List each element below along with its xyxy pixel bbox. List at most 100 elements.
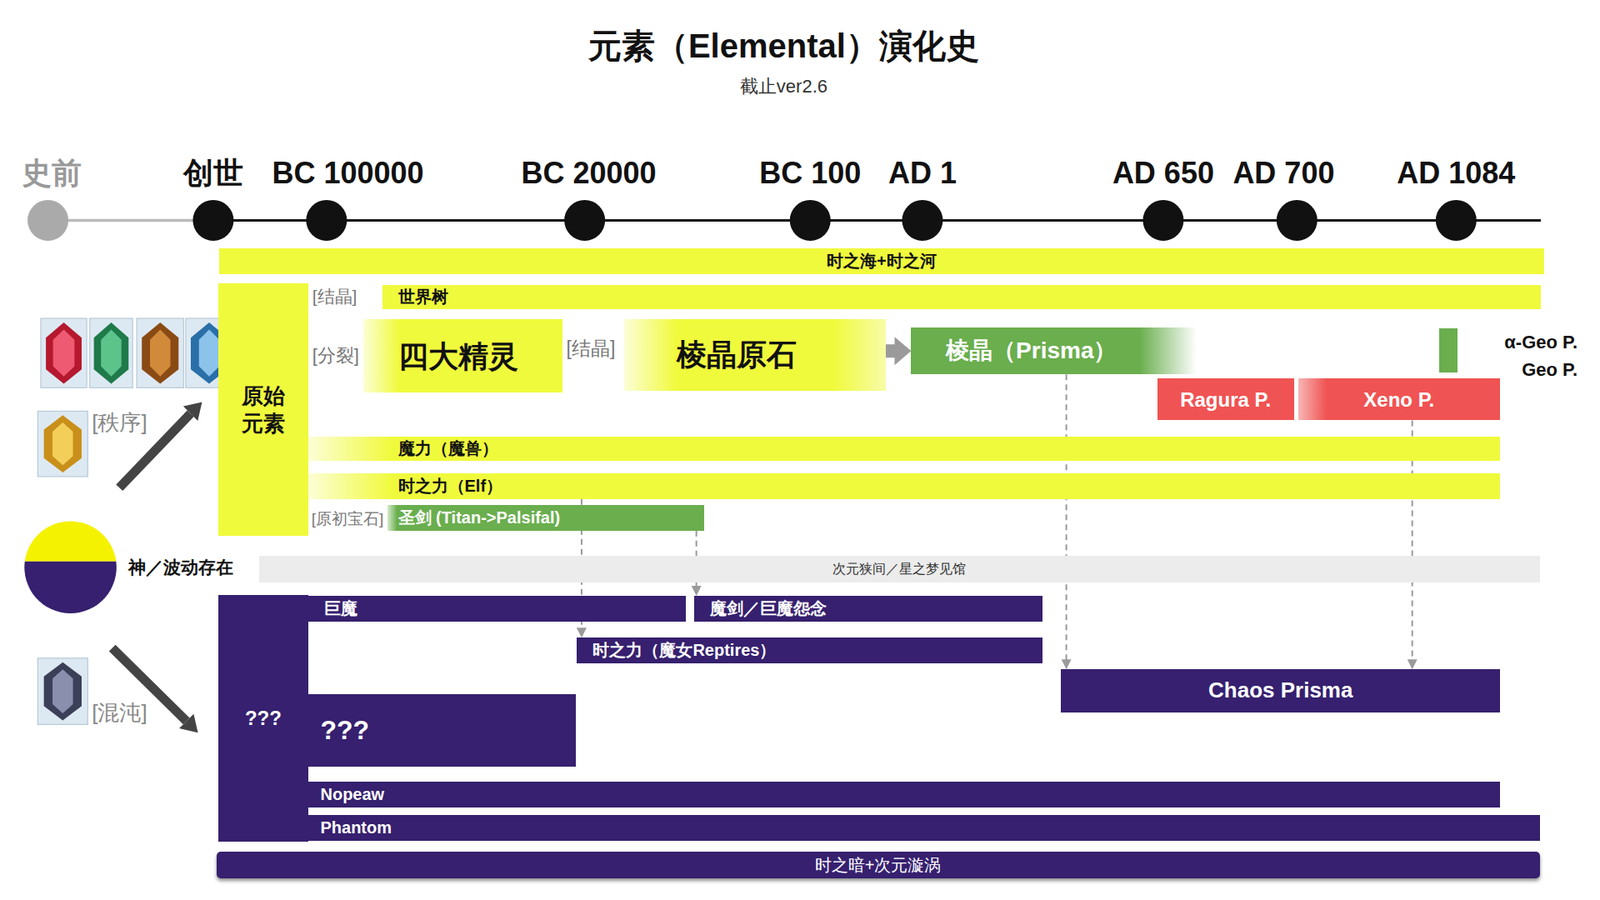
era-label-holder: AD 1084 bbox=[1396, 155, 1515, 191]
node-text: ??? bbox=[245, 706, 282, 730]
crystal-icon bbox=[44, 662, 82, 721]
node-text: 时之力（Elf） bbox=[398, 476, 504, 496]
diagram-title-holder: 元素（Elemental）演化史 bbox=[588, 26, 980, 65]
process-note: [原初宝石] bbox=[311, 510, 385, 528]
node-text: 次元狭间／星之梦见馆 bbox=[832, 561, 966, 577]
chaos-bar: Nopeaw bbox=[308, 781, 1500, 808]
axis-dot bbox=[305, 200, 347, 241]
era-label: AD 700 bbox=[1232, 155, 1335, 190]
crystal-facet bbox=[52, 669, 73, 714]
chaos-block: ??? bbox=[218, 595, 309, 842]
process-note-holder: [结晶] bbox=[566, 336, 616, 360]
era-label: AD 650 bbox=[1112, 155, 1215, 190]
order-arrow-head bbox=[183, 401, 203, 421]
node-text: Nopeaw bbox=[320, 785, 385, 805]
node-text: 棱晶（Prisma） bbox=[945, 337, 1117, 365]
node-text: 时之海+时之河 bbox=[826, 251, 937, 271]
prisma-bar: Ragura P. bbox=[1157, 378, 1295, 420]
axis-dot bbox=[901, 200, 943, 241]
chaos-bar: 巨魔 bbox=[308, 595, 686, 622]
era-label: BC 100 bbox=[759, 155, 861, 190]
chaos-block: ??? bbox=[308, 694, 576, 767]
era-label: AD 1084 bbox=[1396, 155, 1515, 190]
chaos-bar: Chaos Prisma bbox=[1060, 669, 1500, 712]
node-text: 圣剑 (Titan->Palsifal) bbox=[398, 508, 561, 528]
lineage-bar: 时之力（Elf） bbox=[308, 473, 1500, 500]
circle-upper-half bbox=[25, 521, 117, 562]
timeline-band: 时之暗+次元漩涡 bbox=[216, 851, 1540, 879]
group-note-holder: [混沌] bbox=[91, 699, 147, 725]
axis-dot bbox=[192, 200, 234, 241]
era-label-holder: BC 100000 bbox=[271, 155, 424, 191]
node-text: α-Geo P. bbox=[1473, 328, 1578, 356]
lineage-bar: 世界树 bbox=[382, 285, 1541, 310]
marker-bar: α-Geo P.Geo P. bbox=[1439, 328, 1458, 373]
era-label-holder: 史前 bbox=[21, 155, 82, 191]
era-label-holder: AD 650 bbox=[1112, 155, 1215, 191]
crystal-tile bbox=[37, 410, 88, 476]
crystal-facet bbox=[199, 330, 220, 377]
node-text: 四大精灵 bbox=[398, 339, 519, 374]
crystal-tile bbox=[90, 318, 133, 388]
node-text: Geo P. bbox=[1473, 355, 1578, 384]
circle-outline bbox=[22, 519, 119, 615]
crystal-facet bbox=[53, 330, 75, 377]
axis-dot bbox=[1142, 200, 1184, 241]
time-axis bbox=[213, 219, 1541, 222]
version-note-holder: 截止ver2.6 bbox=[740, 75, 828, 98]
node-text: 时之暗+次元漩涡 bbox=[815, 855, 942, 875]
group-note-holder: [秩序] bbox=[91, 409, 147, 435]
crystal-icon bbox=[44, 415, 82, 473]
stage-block: 棱晶原石 bbox=[624, 319, 885, 391]
node-text: Chaos Prisma bbox=[1208, 678, 1353, 704]
lineage-bar: 圣剑 (Titan->Palsifal) bbox=[387, 505, 705, 531]
prisma-bar: Xeno P. bbox=[1298, 378, 1500, 420]
lineage-bar: 魔力（魔兽） bbox=[308, 436, 1500, 461]
node-text: 棱晶原石 bbox=[676, 337, 797, 372]
crystal-icon bbox=[141, 322, 179, 384]
node-text: 巨魔 bbox=[324, 599, 358, 619]
node-text: Ragura P. bbox=[1180, 388, 1271, 412]
node-text: Xeno P. bbox=[1363, 388, 1435, 412]
node-text: 原始 元素 bbox=[240, 382, 287, 437]
process-note: [结晶] bbox=[312, 286, 358, 306]
stage-block: 四大精灵 bbox=[363, 319, 563, 393]
group-note: [混沌] bbox=[91, 699, 147, 725]
node-text: 世界树 bbox=[398, 287, 449, 307]
prehistory-axis bbox=[68, 219, 195, 223]
chaos-arrow-head bbox=[179, 714, 199, 734]
process-note-holder: [原初宝石] bbox=[311, 510, 385, 529]
era-label: BC 20000 bbox=[520, 155, 656, 190]
chaos-bar: 魔剑／巨魔怨念 bbox=[694, 595, 1044, 622]
node-text: 魔剑／巨魔怨念 bbox=[710, 599, 827, 619]
process-note: [结晶] bbox=[566, 336, 616, 359]
derivation-arrow bbox=[1065, 374, 1068, 665]
process-note-holder: [结晶] bbox=[312, 286, 358, 307]
node-text: 神／波动存在 bbox=[128, 557, 234, 578]
axis-dot bbox=[1435, 200, 1477, 241]
axis-dot bbox=[564, 200, 605, 241]
diagram-title: 元素（Elemental）演化史 bbox=[588, 27, 980, 65]
node-text: 魔力（魔兽） bbox=[398, 439, 499, 459]
era-label-holder: AD 700 bbox=[1232, 155, 1335, 191]
prisma-bar: 棱晶（Prisma） bbox=[910, 327, 1197, 375]
era-label: AD 1 bbox=[888, 155, 957, 190]
origin-block: 原始 元素 bbox=[218, 283, 309, 535]
axis-dot bbox=[27, 200, 69, 241]
era-label-holder: 创世 bbox=[183, 155, 244, 191]
era-label: 创世 bbox=[183, 155, 244, 190]
crystal-icon bbox=[94, 322, 130, 384]
version-note: 截止ver2.6 bbox=[740, 75, 828, 97]
process-note-holder: [分裂] bbox=[312, 345, 360, 367]
era-label-holder: BC 100 bbox=[759, 155, 861, 191]
node-text: ??? bbox=[320, 715, 370, 746]
circle-symbol: 神／波动存在 bbox=[22, 519, 119, 615]
crystal-icon bbox=[45, 322, 82, 384]
node-text: Phantom bbox=[320, 818, 392, 838]
crystal-facet bbox=[100, 330, 121, 377]
era-label-holder: BC 20000 bbox=[520, 155, 656, 191]
crystal-tile bbox=[40, 318, 87, 388]
flow-arrow bbox=[885, 344, 902, 358]
